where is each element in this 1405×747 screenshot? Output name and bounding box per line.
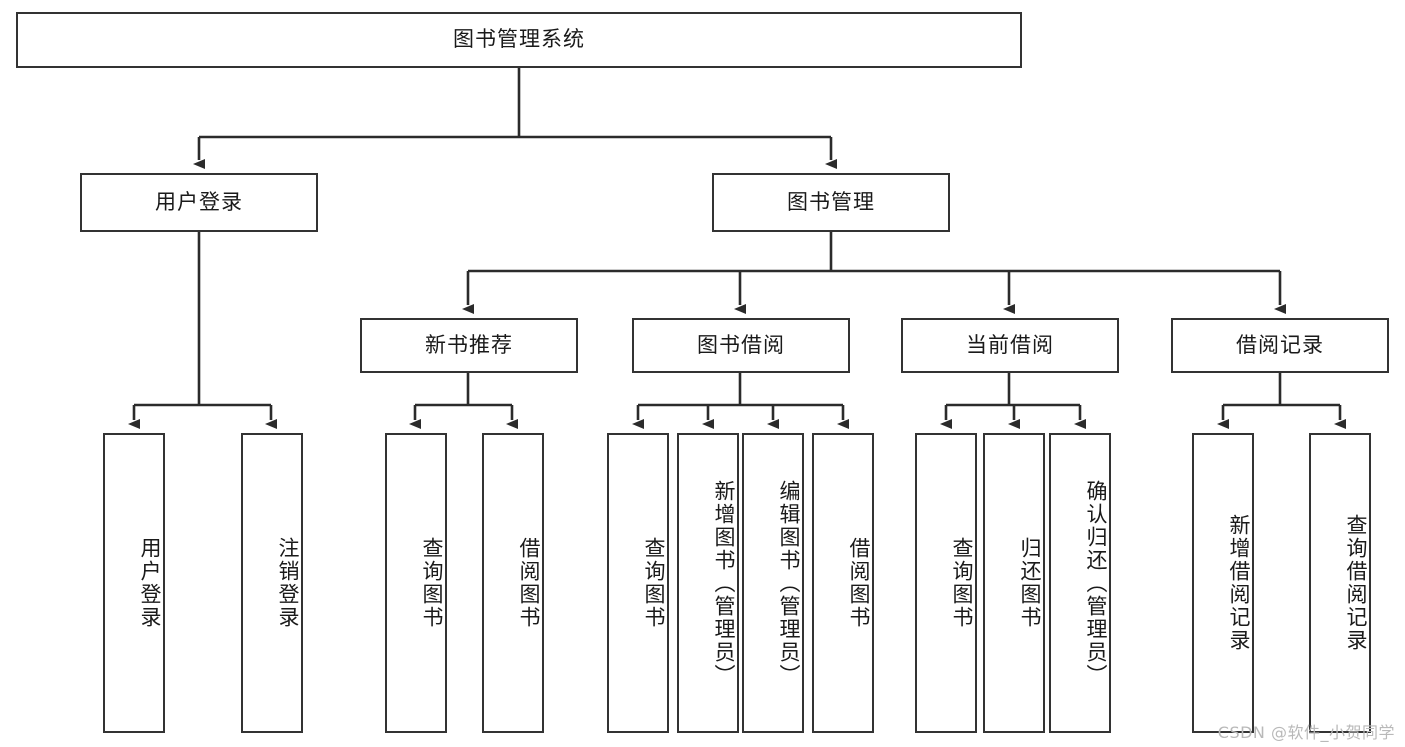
leaf-recommend-query-book[interactable]: 查询图书	[385, 433, 447, 733]
node-current-borrow[interactable]: 当前借阅	[901, 318, 1119, 373]
leaf-logout-login-label: 注销登录	[276, 537, 300, 629]
node-book-management-label: 图书管理	[787, 189, 875, 214]
leaf-current-confirm-return-label: 确认归还（管理员）	[1084, 479, 1108, 687]
leaf-borrow-query-book-label: 查询图书	[642, 537, 666, 629]
leaf-current-return-book[interactable]: 归还图书	[983, 433, 1045, 733]
leaf-current-return-book-label: 归还图书	[1018, 537, 1042, 629]
node-new-book-recommend-label: 新书推荐	[425, 332, 513, 357]
leaf-user-login[interactable]: 用户登录	[103, 433, 165, 733]
leaf-borrow-borrow-book-label: 借阅图书	[847, 537, 871, 629]
leaf-user-login-label: 用户登录	[138, 537, 162, 629]
leaf-record-query[interactable]: 查询借阅记录	[1309, 433, 1371, 733]
node-root-label: 图书管理系统	[453, 27, 585, 52]
node-book-management[interactable]: 图书管理	[712, 173, 950, 232]
leaf-borrow-edit-book-label: 编辑图书（管理员）	[777, 479, 801, 687]
leaf-logout-login[interactable]: 注销登录	[241, 433, 303, 733]
leaf-current-query-book-label: 查询图书	[950, 537, 974, 629]
leaf-recommend-borrow-book-label: 借阅图书	[517, 537, 541, 629]
node-borrow-record[interactable]: 借阅记录	[1171, 318, 1389, 373]
leaf-borrow-edit-book[interactable]: 编辑图书（管理员）	[742, 433, 804, 733]
leaf-current-query-book[interactable]: 查询图书	[915, 433, 977, 733]
node-root[interactable]: 图书管理系统	[16, 12, 1022, 68]
leaf-borrow-add-book[interactable]: 新增图书（管理员）	[677, 433, 739, 733]
node-book-borrow-label: 图书借阅	[697, 332, 785, 357]
node-borrow-record-label: 借阅记录	[1236, 332, 1324, 357]
node-current-borrow-label: 当前借阅	[966, 332, 1054, 357]
leaf-borrow-add-book-label: 新增图书（管理员）	[712, 479, 736, 687]
leaf-current-confirm-return[interactable]: 确认归还（管理员）	[1049, 433, 1111, 733]
node-new-book-recommend[interactable]: 新书推荐	[360, 318, 578, 373]
node-user-login[interactable]: 用户登录	[80, 173, 318, 232]
leaf-record-add[interactable]: 新增借阅记录	[1192, 433, 1254, 733]
leaf-recommend-borrow-book[interactable]: 借阅图书	[482, 433, 544, 733]
node-user-login-label: 用户登录	[155, 189, 243, 214]
leaf-recommend-query-book-label: 查询图书	[420, 537, 444, 629]
node-book-borrow[interactable]: 图书借阅	[632, 318, 850, 373]
leaf-borrow-borrow-book[interactable]: 借阅图书	[812, 433, 874, 733]
leaf-borrow-query-book[interactable]: 查询图书	[607, 433, 669, 733]
leaf-record-add-label: 新增借阅记录	[1227, 514, 1251, 652]
leaf-record-query-label: 查询借阅记录	[1344, 514, 1368, 652]
